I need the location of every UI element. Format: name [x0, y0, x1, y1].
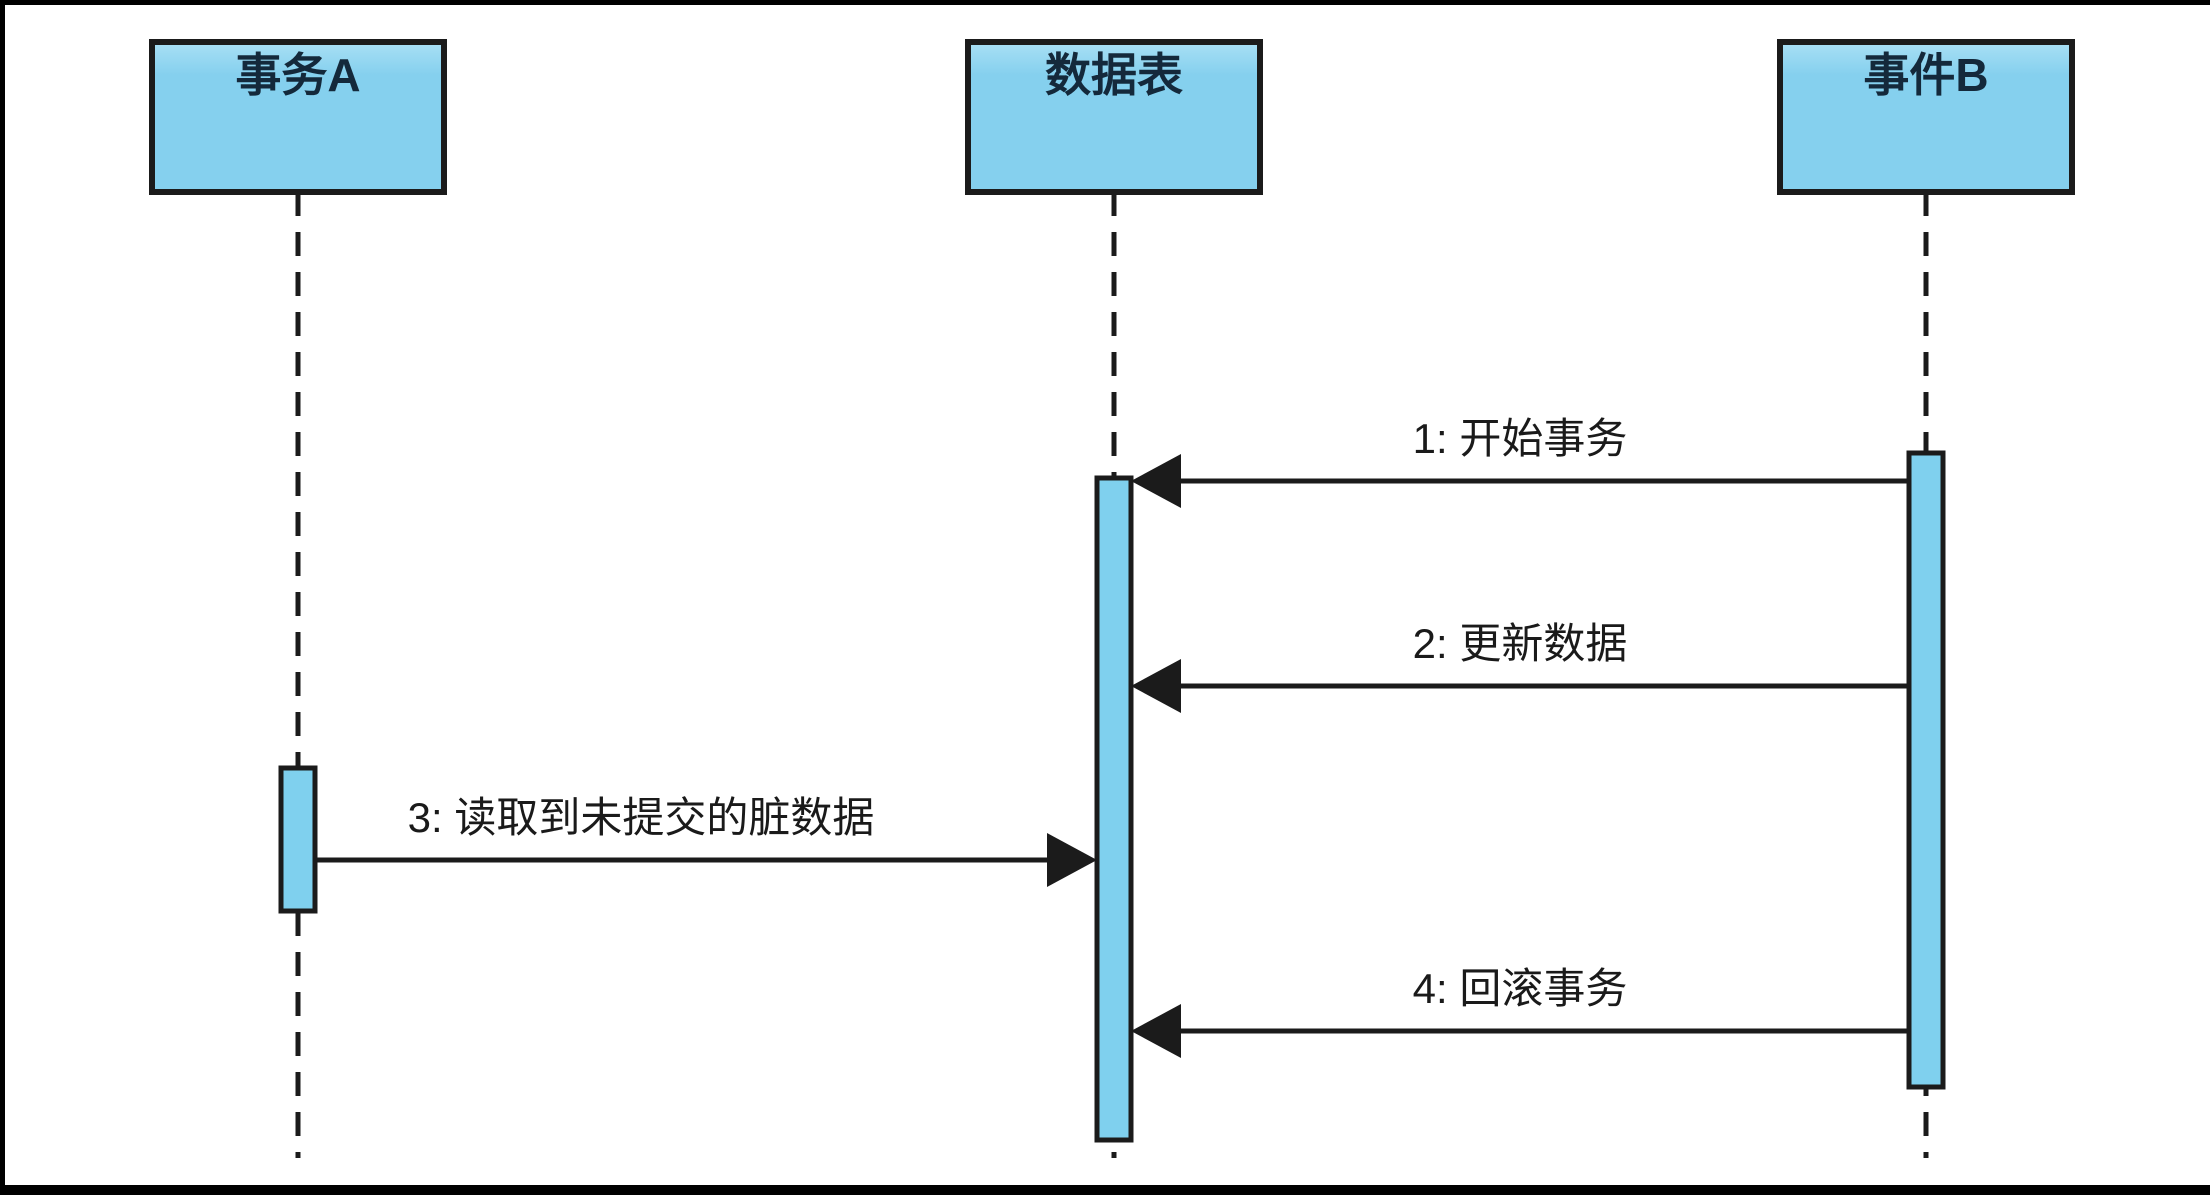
actor-box-A: [149, 39, 447, 195]
actor-label-B: 事件B: [1863, 49, 1988, 101]
message-arrowhead-1: [1131, 454, 1181, 508]
message-3: 3: 读取到未提交的脏数据: [315, 794, 1097, 887]
activation-bar-B: [1906, 450, 1946, 1090]
frame-top-border: [0, 0, 2210, 5]
message-arrowhead-3: [1047, 833, 1097, 887]
actor-A: 事务A: [149, 39, 447, 195]
message-label-2: 2: 更新数据: [1413, 620, 1628, 667]
actor-label-table: 数据表: [1045, 49, 1183, 101]
actor-box-table: [965, 39, 1263, 195]
message-2: 2: 更新数据: [1131, 620, 1909, 713]
actor-B: 事件B: [1777, 39, 2075, 195]
message-arrowhead-2: [1131, 659, 1181, 713]
message-arrowhead-4: [1131, 1004, 1181, 1058]
frame-bottom-border: [0, 1185, 2210, 1195]
frame-left-border: [0, 0, 5, 1195]
message-label-1: 1: 开始事务: [1413, 415, 1628, 462]
message-1: 1: 开始事务: [1131, 415, 1909, 508]
activation-bar-table: [1094, 475, 1134, 1143]
message-4: 4: 回滚事务: [1131, 965, 1909, 1058]
activation-bar-A: [278, 765, 318, 914]
actor-box-B: [1777, 39, 2075, 195]
message-label-3: 3: 读取到未提交的脏数据: [408, 794, 875, 841]
message-label-4: 4: 回滚事务: [1413, 965, 1628, 1012]
actor-table: 数据表: [965, 39, 1263, 195]
actor-label-A: 事务A: [235, 49, 360, 101]
